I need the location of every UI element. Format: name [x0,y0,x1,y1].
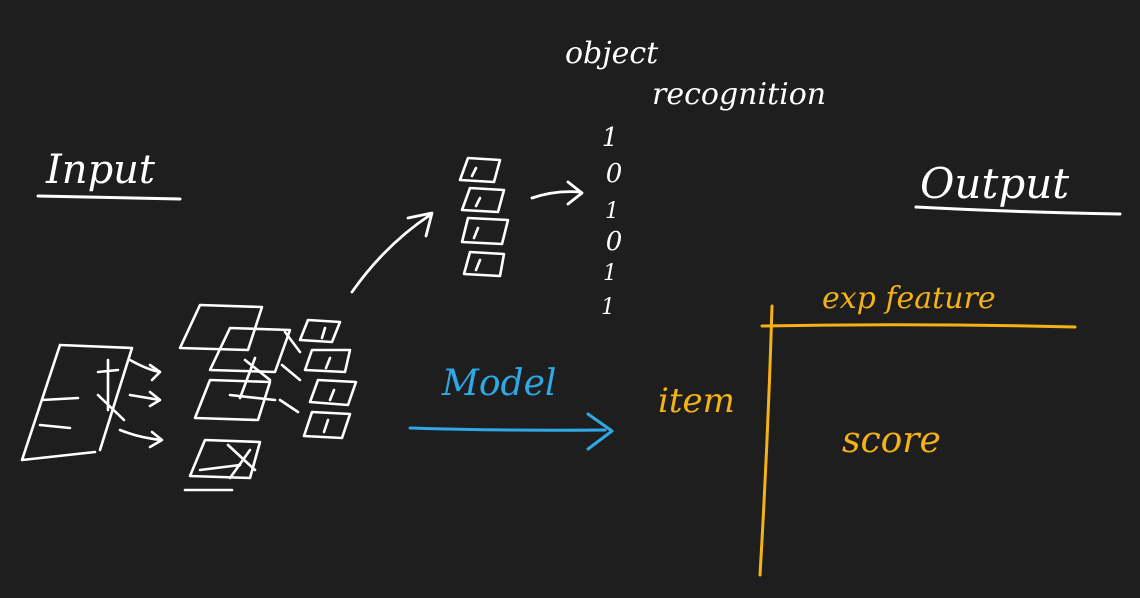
table-column-rule [758,304,774,577]
bit-5: 1 [601,295,615,320]
output-underline [914,205,1122,216]
model-arrow-group: Model [408,363,614,451]
item-label: item [658,381,735,421]
feature-arrow [350,211,434,294]
input-section: Input [36,147,182,201]
model-label: Model [441,363,556,404]
bit-4: 1 [603,261,617,286]
model-arrow [408,412,614,451]
bit-0: 1 [602,123,619,153]
object-recognition-label: object recognition [565,36,826,112]
output-table: exp feature item score [658,281,1077,577]
bit-3: 0 [606,227,623,257]
object-recognition-line2: recognition [652,77,826,112]
input-label: Input [45,147,156,193]
output-label: Output [920,159,1069,208]
exp-feature-label: exp feature [822,281,996,316]
object-recognition-line1: object [565,36,659,71]
output-section: Output [914,159,1122,216]
bit-2: 1 [605,199,619,224]
recognition-arrow [530,180,584,206]
bit-sequence: 1 0 1 0 1 1 [601,123,622,320]
score-label: score [842,420,941,461]
feature-stack [458,156,510,278]
bit-1: 0 [606,159,623,189]
input-underline [36,194,182,201]
input-images-sketch [20,303,358,492]
table-header-rule [760,323,1077,329]
